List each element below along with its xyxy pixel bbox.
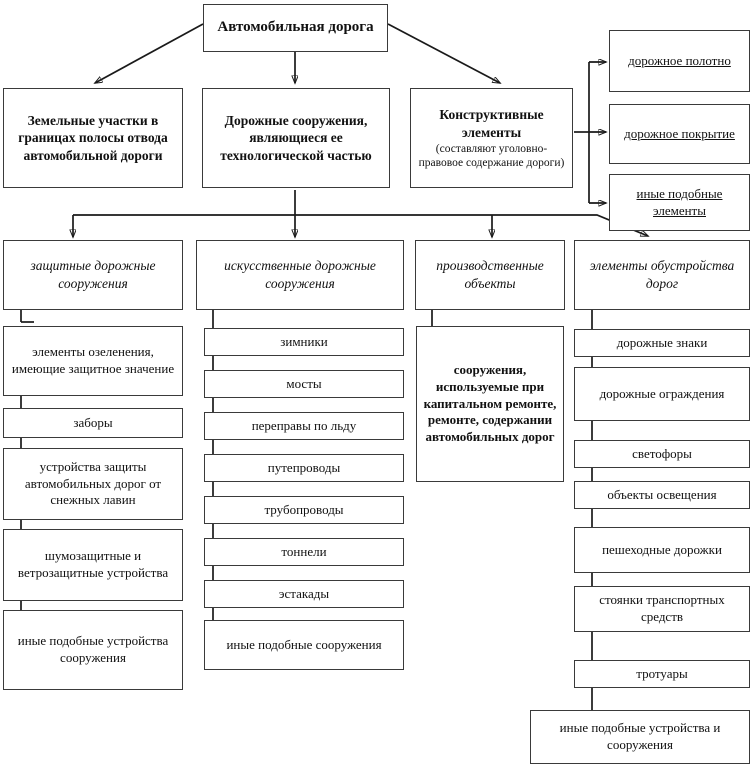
footer-item-other-devices-structures[interactable]: иные подобные устройства и сооружения	[530, 710, 750, 764]
column4-item-road-signs-label: дорожные знаки	[616, 334, 708, 350]
column1-item-fences-label: заборы	[73, 414, 113, 430]
category-artificial-structures-label: искусственные дорожные сооружения	[224, 258, 376, 291]
column4-item-sidewalks-label: тротуары	[636, 665, 688, 681]
column4-item-parking-label: стоянки транспортных средств	[599, 592, 725, 624]
column2-item-ice-crossings-label: переправы по льду	[251, 417, 357, 433]
column1-item-noise-wind-protection-label: шумозащитные и ветрозащитные устройства	[17, 548, 169, 580]
column1-item-other-devices[interactable]: иные подобные устройства сооружения	[3, 610, 183, 690]
category-production-objects-label: производственные объекты	[436, 258, 544, 291]
column2-item-bridges[interactable]: мосты	[204, 370, 404, 398]
column2-item-tunnels-label: тоннели	[281, 543, 327, 559]
column1-item-other-devices-label: иные подобные устройства сооружения	[17, 633, 169, 665]
column4-item-traffic-lights-label: светофоры	[632, 445, 692, 461]
column4-item-lighting-label: объекты освещения	[607, 486, 717, 502]
column4-item-lighting[interactable]: объекты освещения	[574, 481, 750, 509]
constructive-element-surface[interactable]: дорожное покрытие	[609, 104, 750, 164]
column2-item-other-structures[interactable]: иные подобные сооружения	[204, 620, 404, 670]
column4-item-pedestrian-paths-label: пешеходные дорожки	[602, 541, 722, 557]
column1-item-greenery-label: элементы озеленения, имеющие защитное зн…	[11, 344, 175, 376]
root-node[interactable]: Автомобильная дорога	[203, 4, 388, 52]
column1-item-greenery[interactable]: элементы озеленения, имеющие защитное зн…	[3, 326, 183, 396]
category-protective-structures[interactable]: защитные дорожные сооружения	[3, 240, 183, 310]
column2-item-tunnels[interactable]: тоннели	[204, 538, 404, 566]
level2-box-land-plots-label: Земельные участки в границах полосы отво…	[18, 112, 168, 163]
category-road-amenities[interactable]: элементы обустройства дорог	[574, 240, 750, 310]
column4-item-road-signs[interactable]: дорожные знаки	[574, 329, 750, 357]
column2-item-overpasses[interactable]: путепроводы	[204, 454, 404, 482]
column4-item-road-barriers-label: дорожные ограждения	[599, 385, 725, 401]
constructive-element-surface-label: дорожное покрытие	[624, 125, 735, 141]
category-protective-structures-label: защитные дорожные сооружения	[30, 258, 156, 291]
constructive-element-roadbed-label: дорожное полотно	[628, 52, 731, 68]
column2-item-bridges-label: мосты	[286, 375, 322, 391]
column2-item-other-structures-label: иные подобные сооружения	[226, 636, 382, 652]
column3-item-maintenance-structures[interactable]: сооружения, используемые при капитальном…	[416, 326, 564, 482]
column4-item-traffic-lights[interactable]: светофоры	[574, 440, 750, 468]
root-node-label: Автомобильная дорога	[217, 19, 374, 36]
column2-item-pipelines-label: трубопроводы	[264, 501, 344, 517]
column2-item-viaducts-label: эстакады	[278, 585, 330, 601]
column2-item-viaducts[interactable]: эстакады	[204, 580, 404, 608]
column4-item-parking[interactable]: стоянки транспортных средств	[574, 586, 750, 632]
level2-box-constructive-elements-note: (составляют уголовно-правовое содержание…	[418, 142, 565, 169]
level2-box-road-structures-label: Дорожные сооружения, являющиеся ее техно…	[220, 112, 372, 163]
category-road-amenities-label: элементы обустройства дорог	[589, 258, 735, 291]
column2-item-ice-crossings[interactable]: переправы по льду	[204, 412, 404, 440]
column2-item-overpasses-label: путепроводы	[267, 459, 341, 475]
column4-item-sidewalks[interactable]: тротуары	[574, 660, 750, 688]
level2-box-land-plots[interactable]: Земельные участки в границах полосы отво…	[3, 88, 183, 188]
column1-item-avalanche-protection[interactable]: устройства защиты автомобильных дорог от…	[3, 448, 183, 520]
column4-item-pedestrian-paths[interactable]: пешеходные дорожки	[574, 527, 750, 573]
constructive-element-other-label: иные подобные элементы	[636, 185, 723, 218]
category-production-objects[interactable]: производственные объекты	[415, 240, 565, 310]
category-artificial-structures[interactable]: искусственные дорожные сооружения	[196, 240, 404, 310]
column2-item-winter-roads-label: зимники	[280, 333, 328, 349]
column2-item-winter-roads[interactable]: зимники	[204, 328, 404, 356]
level2-box-road-structures[interactable]: Дорожные сооружения, являющиеся ее техно…	[202, 88, 390, 188]
column1-item-fences[interactable]: заборы	[3, 408, 183, 438]
column1-item-avalanche-protection-label: устройства защиты автомобильных дорог от…	[24, 458, 162, 508]
level2-box-constructive-elements-label: Конструктивные элементы	[439, 107, 544, 140]
level2-box-constructive-elements[interactable]: Конструктивные элементы (составляют угол…	[410, 88, 573, 188]
constructive-element-roadbed[interactable]: дорожное полотно	[609, 30, 750, 92]
column3-item-maintenance-structures-label: сооружения, используемые при капитальном…	[423, 361, 557, 445]
column2-item-pipelines[interactable]: трубопроводы	[204, 496, 404, 524]
footer-item-other-devices-structures-label: иные подобные устройства и сооружения	[559, 720, 721, 752]
column1-item-noise-wind-protection[interactable]: шумозащитные и ветрозащитные устройства	[3, 529, 183, 601]
constructive-element-other[interactable]: иные подобные элементы	[609, 174, 750, 231]
column4-item-road-barriers[interactable]: дорожные ограждения	[574, 367, 750, 421]
